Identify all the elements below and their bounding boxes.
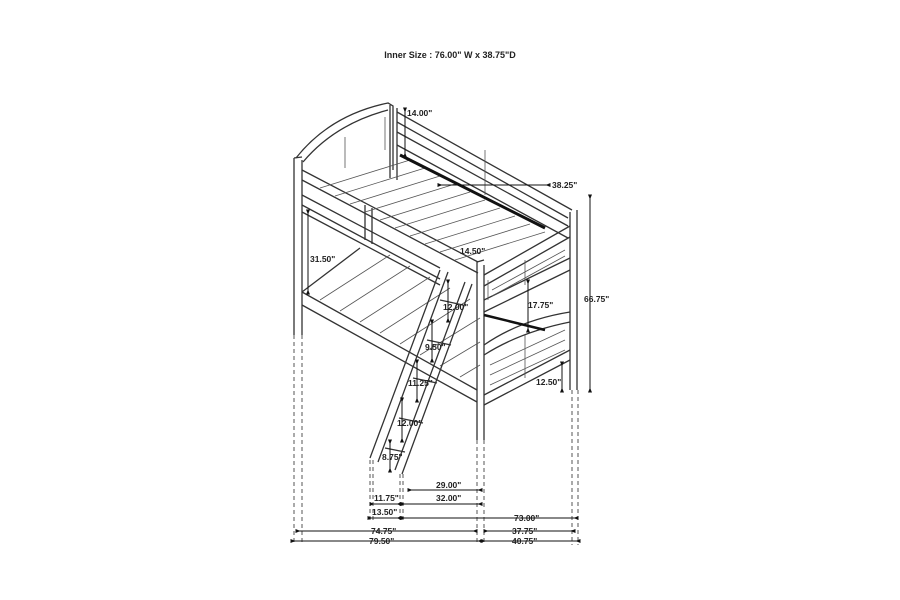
dim-ladder-step-1: 12.00" [443, 302, 468, 312]
inner-size-title: Inner Size : 76.00" W x 38.75"D [384, 50, 516, 60]
dim-top-guard-height: 14.00" [407, 108, 432, 118]
dim-inner-width-top: 38.25" [552, 180, 577, 190]
dim-ladder-offset-inner: 29.00" [436, 480, 461, 490]
dim-ladder-width-outer: 13.50" [372, 507, 397, 517]
dim-ladder-step-4: 12.00" [397, 418, 422, 428]
dim-ladder-step-3: 11.25" [408, 378, 433, 388]
dim-bunk-clearance: 31.50" [310, 254, 335, 264]
dim-ladder-bottom-step: 8.75" [382, 452, 403, 462]
dimension-lines [290, 107, 592, 543]
dim-ladder-width: 11.75" [374, 493, 399, 503]
bed-drawing [293, 102, 578, 475]
dimension-labels: 14.00" 38.25" 31.50" 14.50" 12.00" 17.75… [310, 108, 609, 546]
dim-overall-depth: 40.75" [512, 536, 537, 546]
dim-ladder-step-2: 9.50" [425, 342, 446, 352]
dim-inner-length: 74.75" [371, 526, 396, 536]
dim-floor-clearance: 12.50" [536, 377, 561, 387]
dim-overall-height: 66.75" [584, 294, 609, 304]
dim-guard-opening: 14.50" [460, 246, 485, 256]
dim-overall-length: 79.50" [369, 536, 394, 546]
dim-inner-depth: 37.75" [512, 526, 537, 536]
dim-ladder-projection: 73.00" [514, 513, 539, 523]
dim-end-panel-height: 17.75" [528, 300, 553, 310]
dim-ladder-offset-outer: 32.00" [436, 493, 461, 503]
